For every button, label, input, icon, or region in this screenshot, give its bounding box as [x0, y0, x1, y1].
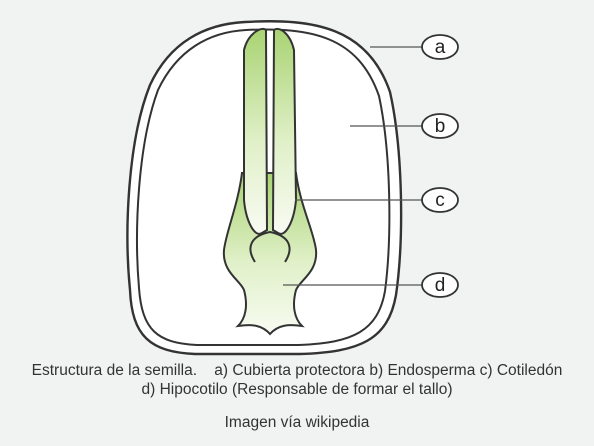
- label-a: a: [421, 34, 459, 60]
- label-b: b: [421, 113, 459, 139]
- caption-line-1: Estructura de la semilla. a) Cubierta pr…: [31, 362, 563, 379]
- svg-text:d: d: [435, 275, 446, 296]
- cotyledon-right: [271, 28, 298, 235]
- image-credit: Imagen vía wikipedia: [224, 414, 370, 431]
- caption-line-2: d) Hipocotilo (Responsable de formar el …: [141, 381, 453, 398]
- seed-structure-diagram: a b c d: [126, 20, 459, 356]
- svg-text:c: c: [435, 190, 445, 211]
- label-d: d: [421, 272, 459, 298]
- cotyledon-left: [243, 28, 269, 235]
- plumule-arch: [249, 230, 291, 263]
- label-c: c: [421, 187, 459, 213]
- svg-text:b: b: [435, 116, 446, 137]
- svg-text:a: a: [435, 37, 446, 58]
